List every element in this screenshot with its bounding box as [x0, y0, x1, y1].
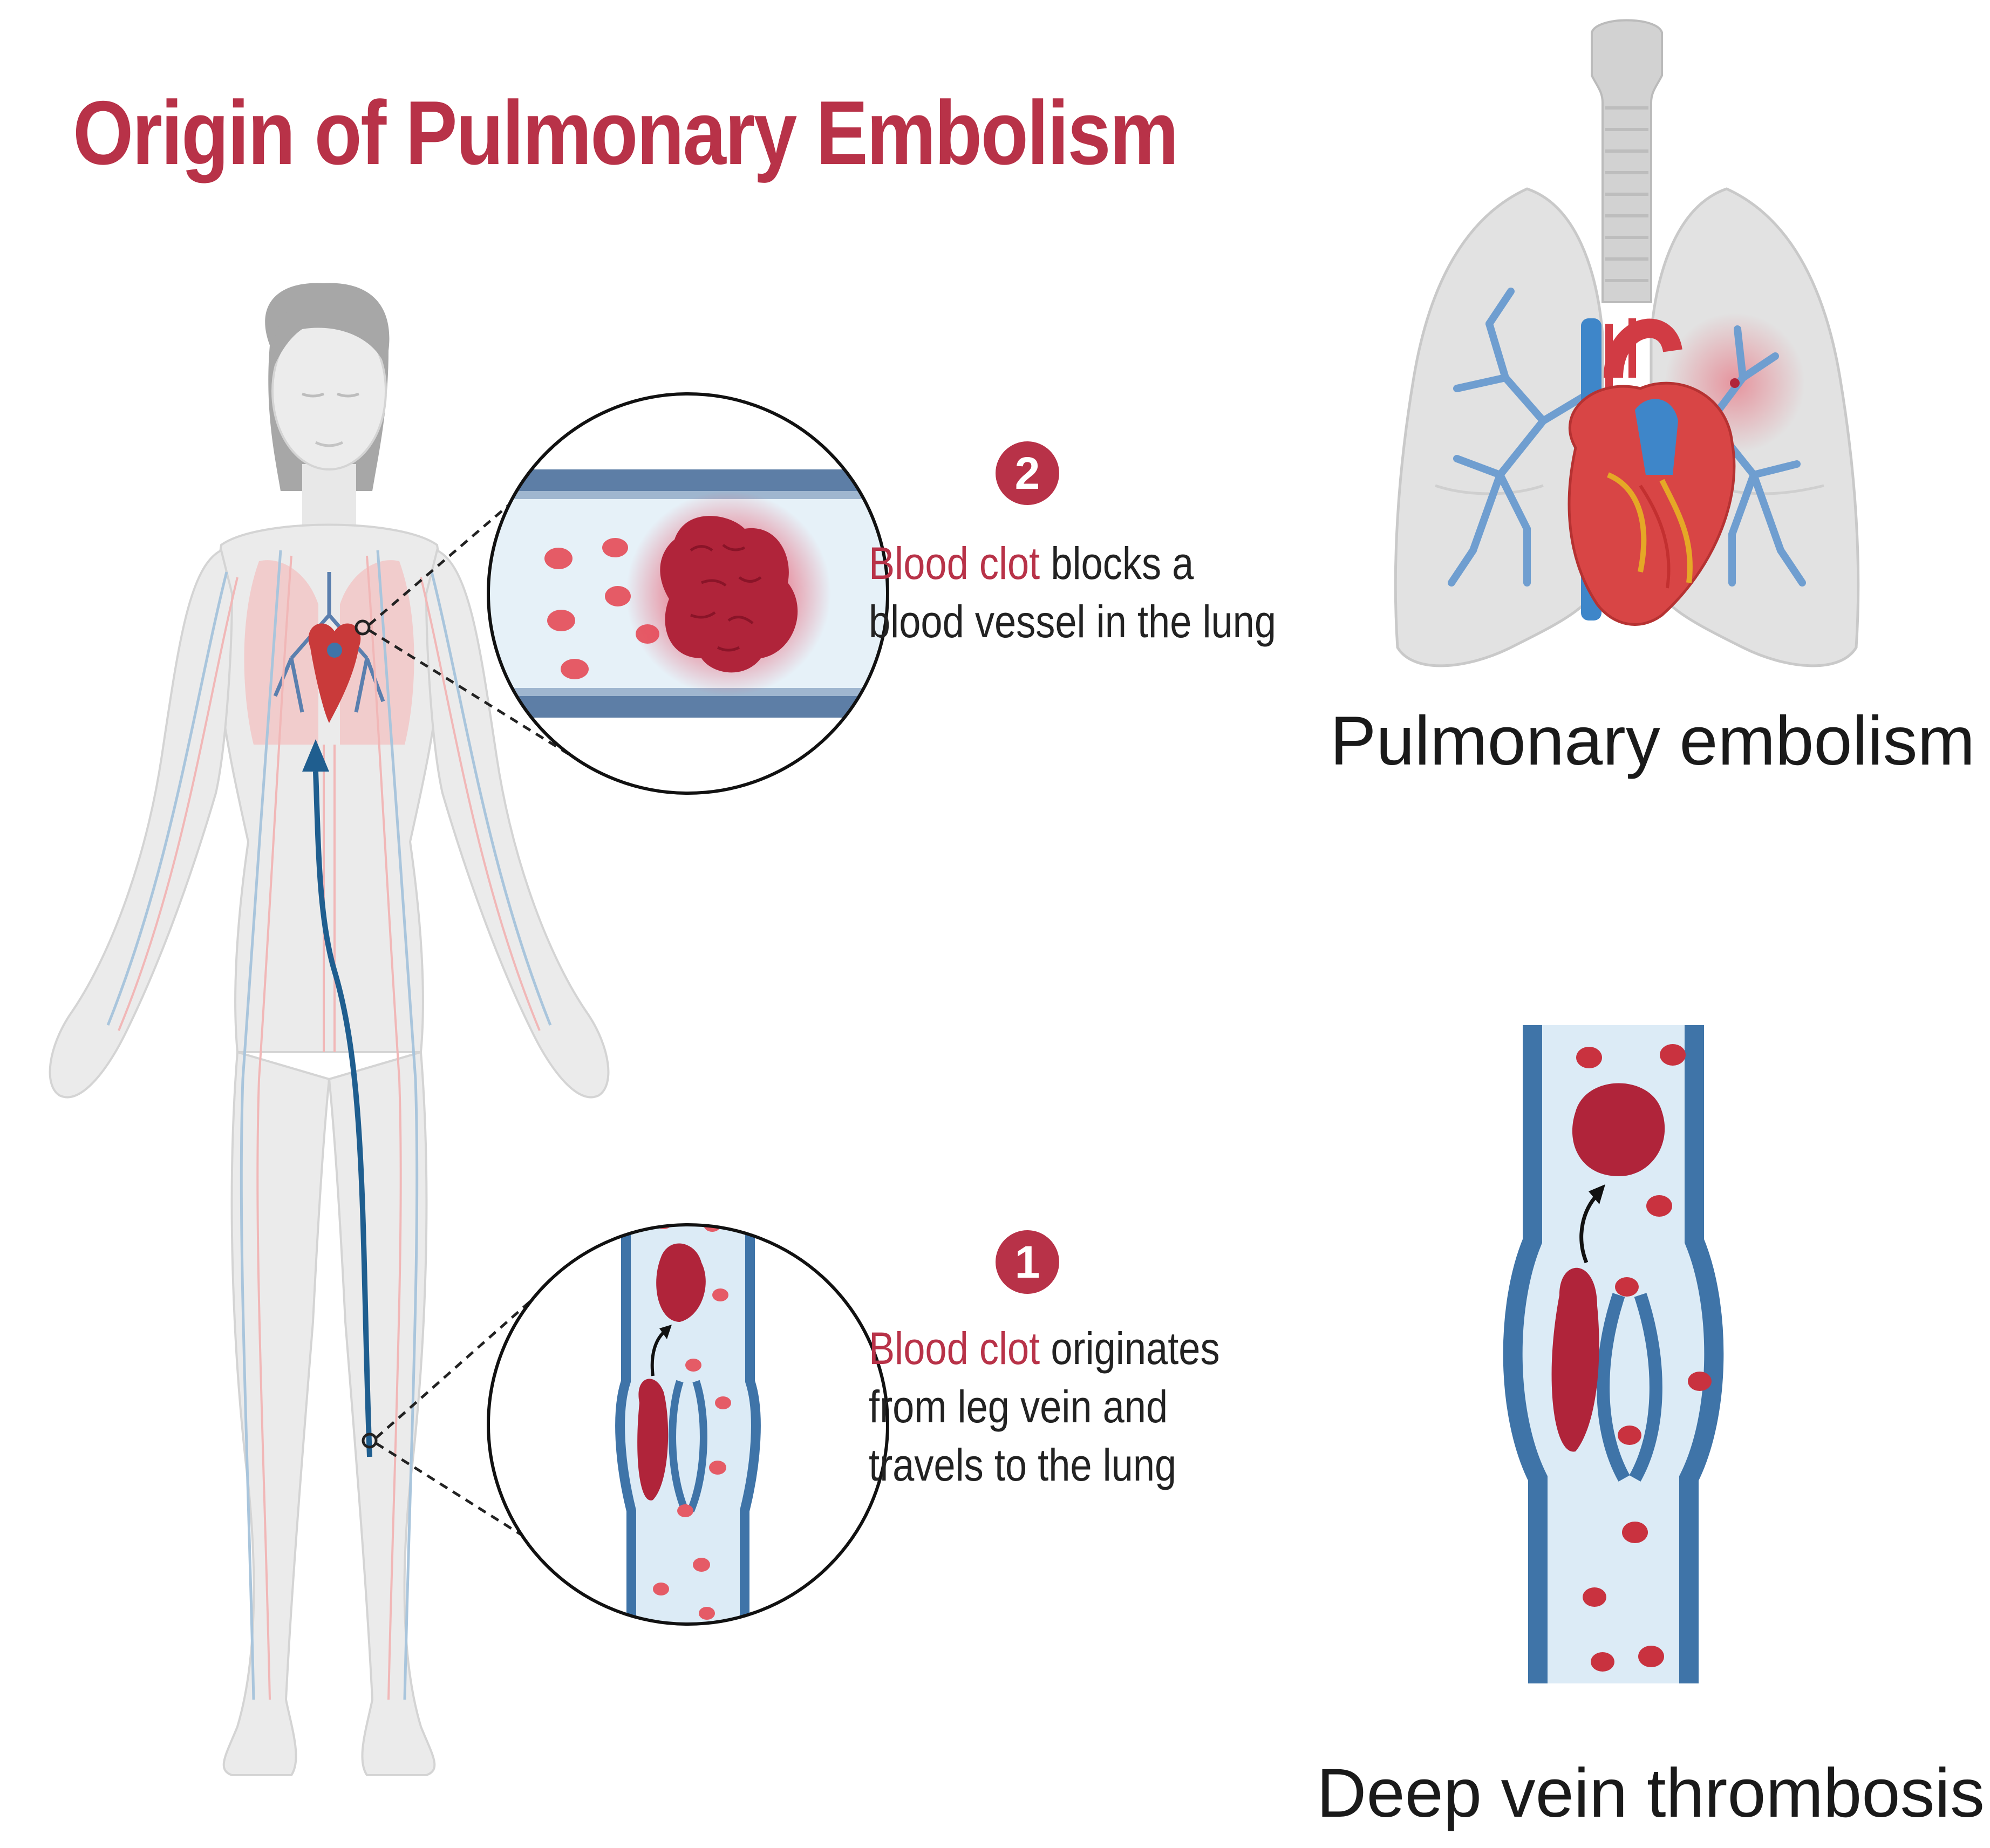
- lungs-heart-illustration: [1394, 19, 1860, 667]
- lung-site-marker: [355, 619, 371, 636]
- step-2-line1: blocks a: [1040, 538, 1194, 589]
- lung-vessel-magnifier: [487, 392, 889, 795]
- deep-vein-thrombosis-label: Deep vein thrombosis: [1317, 1755, 1985, 1832]
- left-arm: [49, 549, 234, 1099]
- left-leg: [222, 1051, 331, 1776]
- step-1-line1: originates: [1040, 1323, 1220, 1374]
- embolus-marker: [1730, 378, 1740, 388]
- step-2-badge: 2: [996, 441, 1059, 505]
- step-1-line3: travels to the lung: [869, 1440, 1177, 1490]
- leg-site-marker: [362, 1433, 378, 1449]
- body-heart: [308, 623, 361, 723]
- clot-travel-path: [313, 771, 372, 1457]
- step-1-badge: 1: [996, 1230, 1059, 1294]
- page-title: Origin of Pulmonary Embolism: [73, 82, 1179, 183]
- dislodged-clot: [656, 1243, 706, 1322]
- step-2-line2: blood vessel in the lung: [869, 596, 1277, 647]
- leg-vein-magnifier: [487, 1223, 889, 1626]
- hair-front: [270, 286, 388, 378]
- step-2-highlight: Blood clot: [869, 538, 1040, 589]
- pulmonary-embolism-label: Pulmonary embolism: [1330, 703, 1975, 780]
- leg-clot: [637, 1379, 669, 1501]
- step-2-caption: Blood clot blocks a blood vessel in the …: [869, 534, 1276, 651]
- human-body-figure: [49, 283, 610, 1776]
- travel-arrow-head: [302, 739, 329, 772]
- clot-blockage: [660, 516, 798, 673]
- neck: [302, 464, 356, 529]
- trachea: [1591, 19, 1663, 303]
- left-lung: [1394, 187, 1604, 667]
- right-leg: [328, 1051, 436, 1776]
- deep-vein-illustration: [1503, 1025, 1724, 1683]
- body-lungs: [244, 560, 414, 745]
- step-1-line2: from leg vein and: [869, 1381, 1168, 1432]
- step-1-caption: Blood clot originates from leg vein and …: [869, 1319, 1220, 1494]
- step-1-highlight: Blood clot: [869, 1323, 1040, 1374]
- right-arm: [425, 549, 610, 1099]
